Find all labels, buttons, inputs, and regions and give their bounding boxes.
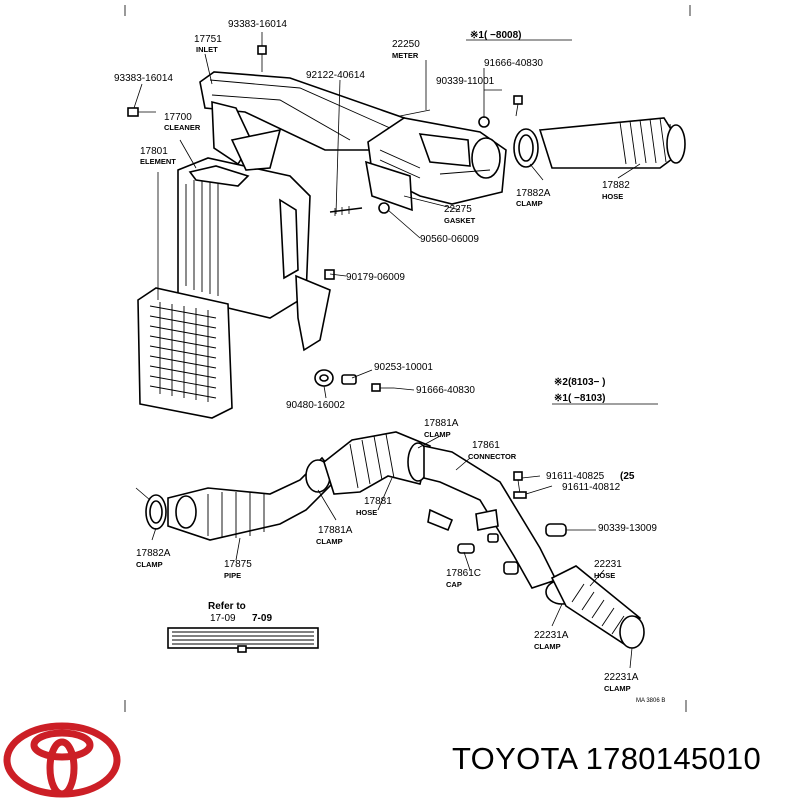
label-clamp-17881A-lower: CLAMP xyxy=(316,537,343,546)
part-number: 1780145010 xyxy=(585,741,762,776)
label-17861: 17861 xyxy=(472,440,500,451)
connector-17861 xyxy=(423,445,558,589)
label-17882: 17882 xyxy=(602,180,630,191)
label-93383-upper: 93383-16014 xyxy=(228,19,287,30)
label-91611-upper: 91611-40825 xyxy=(546,471,605,482)
brand-part-number: TOYOTA 1780145010 xyxy=(452,741,761,777)
label-90339-upper: 90339-11001 xyxy=(436,76,495,87)
air-filter-element xyxy=(137,287,233,419)
label-22250: 22250 xyxy=(392,39,420,50)
label-17882A-upper: 17882A xyxy=(516,188,551,199)
label-hose-17881: HOSE xyxy=(356,508,377,517)
label-connector: CONNECTOR xyxy=(468,452,517,461)
label-17882A-lower: 17882A xyxy=(136,548,171,559)
stud-92122 xyxy=(329,206,363,216)
clamp-17882A-lower xyxy=(145,494,167,530)
label-hose-22231: HOSE xyxy=(594,571,615,580)
cleaner-case xyxy=(177,128,331,352)
label-22231A-lower: 22231A xyxy=(604,672,639,683)
diagram-code: MA 3806 B xyxy=(636,698,665,704)
label-90253: 90253-10001 xyxy=(374,362,433,373)
cap-17861C xyxy=(457,533,519,575)
label-17751: 17751 xyxy=(194,34,222,45)
clamp-17882A-upper xyxy=(513,128,539,168)
label-pipe: PIPE xyxy=(224,571,241,580)
bolt-91666-lower xyxy=(371,383,394,392)
label-clamp-22231A-lower: CLAMP xyxy=(604,684,631,693)
label-cleaner: CLEANER xyxy=(164,123,201,132)
gasket-22275 xyxy=(364,160,413,212)
grommet-90339-lower xyxy=(545,523,567,537)
label-91611-lower: 91611-40812 xyxy=(562,482,621,493)
refer-box xyxy=(167,627,319,653)
leader-lines xyxy=(133,32,641,669)
label-17881: 17881 xyxy=(364,496,392,507)
label-cap: CAP xyxy=(446,580,462,589)
label-90179: 90179-06009 xyxy=(346,272,405,283)
label-clamp-17881A-upper: CLAMP xyxy=(424,430,451,439)
label-90480: 90480-16002 xyxy=(286,400,345,411)
label-91611-suffix: (25 xyxy=(620,471,635,482)
label-clamp-upper: CLAMP xyxy=(516,199,543,208)
collar-90253 xyxy=(341,374,357,385)
note-3: ※1( −8103) xyxy=(554,393,605,404)
grommet-90560 xyxy=(378,202,390,214)
label-22231: 22231 xyxy=(594,559,622,570)
label-91666-lower: 91666-40830 xyxy=(416,385,475,396)
refer-from-page: 17-09 xyxy=(210,613,236,624)
refer-to-label: Refer to xyxy=(208,601,246,612)
logo-inner-vertical xyxy=(46,738,78,798)
label-17881A-lower: 17881A xyxy=(318,525,353,536)
hose-17881 xyxy=(323,431,431,495)
label-inlet: INLET xyxy=(196,45,218,54)
label-17881A-upper: 17881A xyxy=(424,418,459,429)
label-93383-left: 93383-16014 xyxy=(114,73,173,84)
label-meter: METER xyxy=(392,51,419,60)
toyota-logo xyxy=(3,722,121,798)
grommet-90480 xyxy=(314,369,334,387)
hose-17882 xyxy=(538,117,686,169)
label-hose-upper: HOSE xyxy=(602,192,623,201)
label-clamp-22231A-upper: CLAMP xyxy=(534,642,561,651)
note-1: ※1( −8008) xyxy=(470,30,521,41)
label-17700: 17700 xyxy=(164,112,192,123)
bolt-93383-upper xyxy=(257,45,267,72)
note-2: ※2(8103− ) xyxy=(554,377,605,388)
label-91666-upper: 91666-40830 xyxy=(484,58,543,69)
bolt-91666-upper xyxy=(513,95,523,117)
label-17801: 17801 xyxy=(140,146,168,157)
logo-inner-horizontal xyxy=(30,729,94,761)
brand-name: TOYOTA xyxy=(452,741,577,776)
frame-marks xyxy=(124,5,691,712)
label-clamp-lower: CLAMP xyxy=(136,560,163,569)
label-22275: 22275 xyxy=(444,204,472,215)
bolt-93383-left xyxy=(127,107,156,117)
label-22231A-upper: 22231A xyxy=(534,630,569,641)
bolt-91611 xyxy=(513,471,527,499)
label-17875: 17875 xyxy=(224,559,252,570)
label-90339-lower: 90339-13009 xyxy=(598,523,657,534)
label-92122: 92122-40614 xyxy=(306,70,365,81)
label-gasket: GASKET xyxy=(444,216,476,225)
refer-to-page: 7-09 xyxy=(252,613,272,624)
hose-22231 xyxy=(545,565,645,649)
label-element: ELEMENT xyxy=(140,157,176,166)
label-90560: 90560-06009 xyxy=(420,234,479,245)
grommet-90339 xyxy=(478,116,490,128)
label-17861C: 17861C xyxy=(446,568,481,579)
